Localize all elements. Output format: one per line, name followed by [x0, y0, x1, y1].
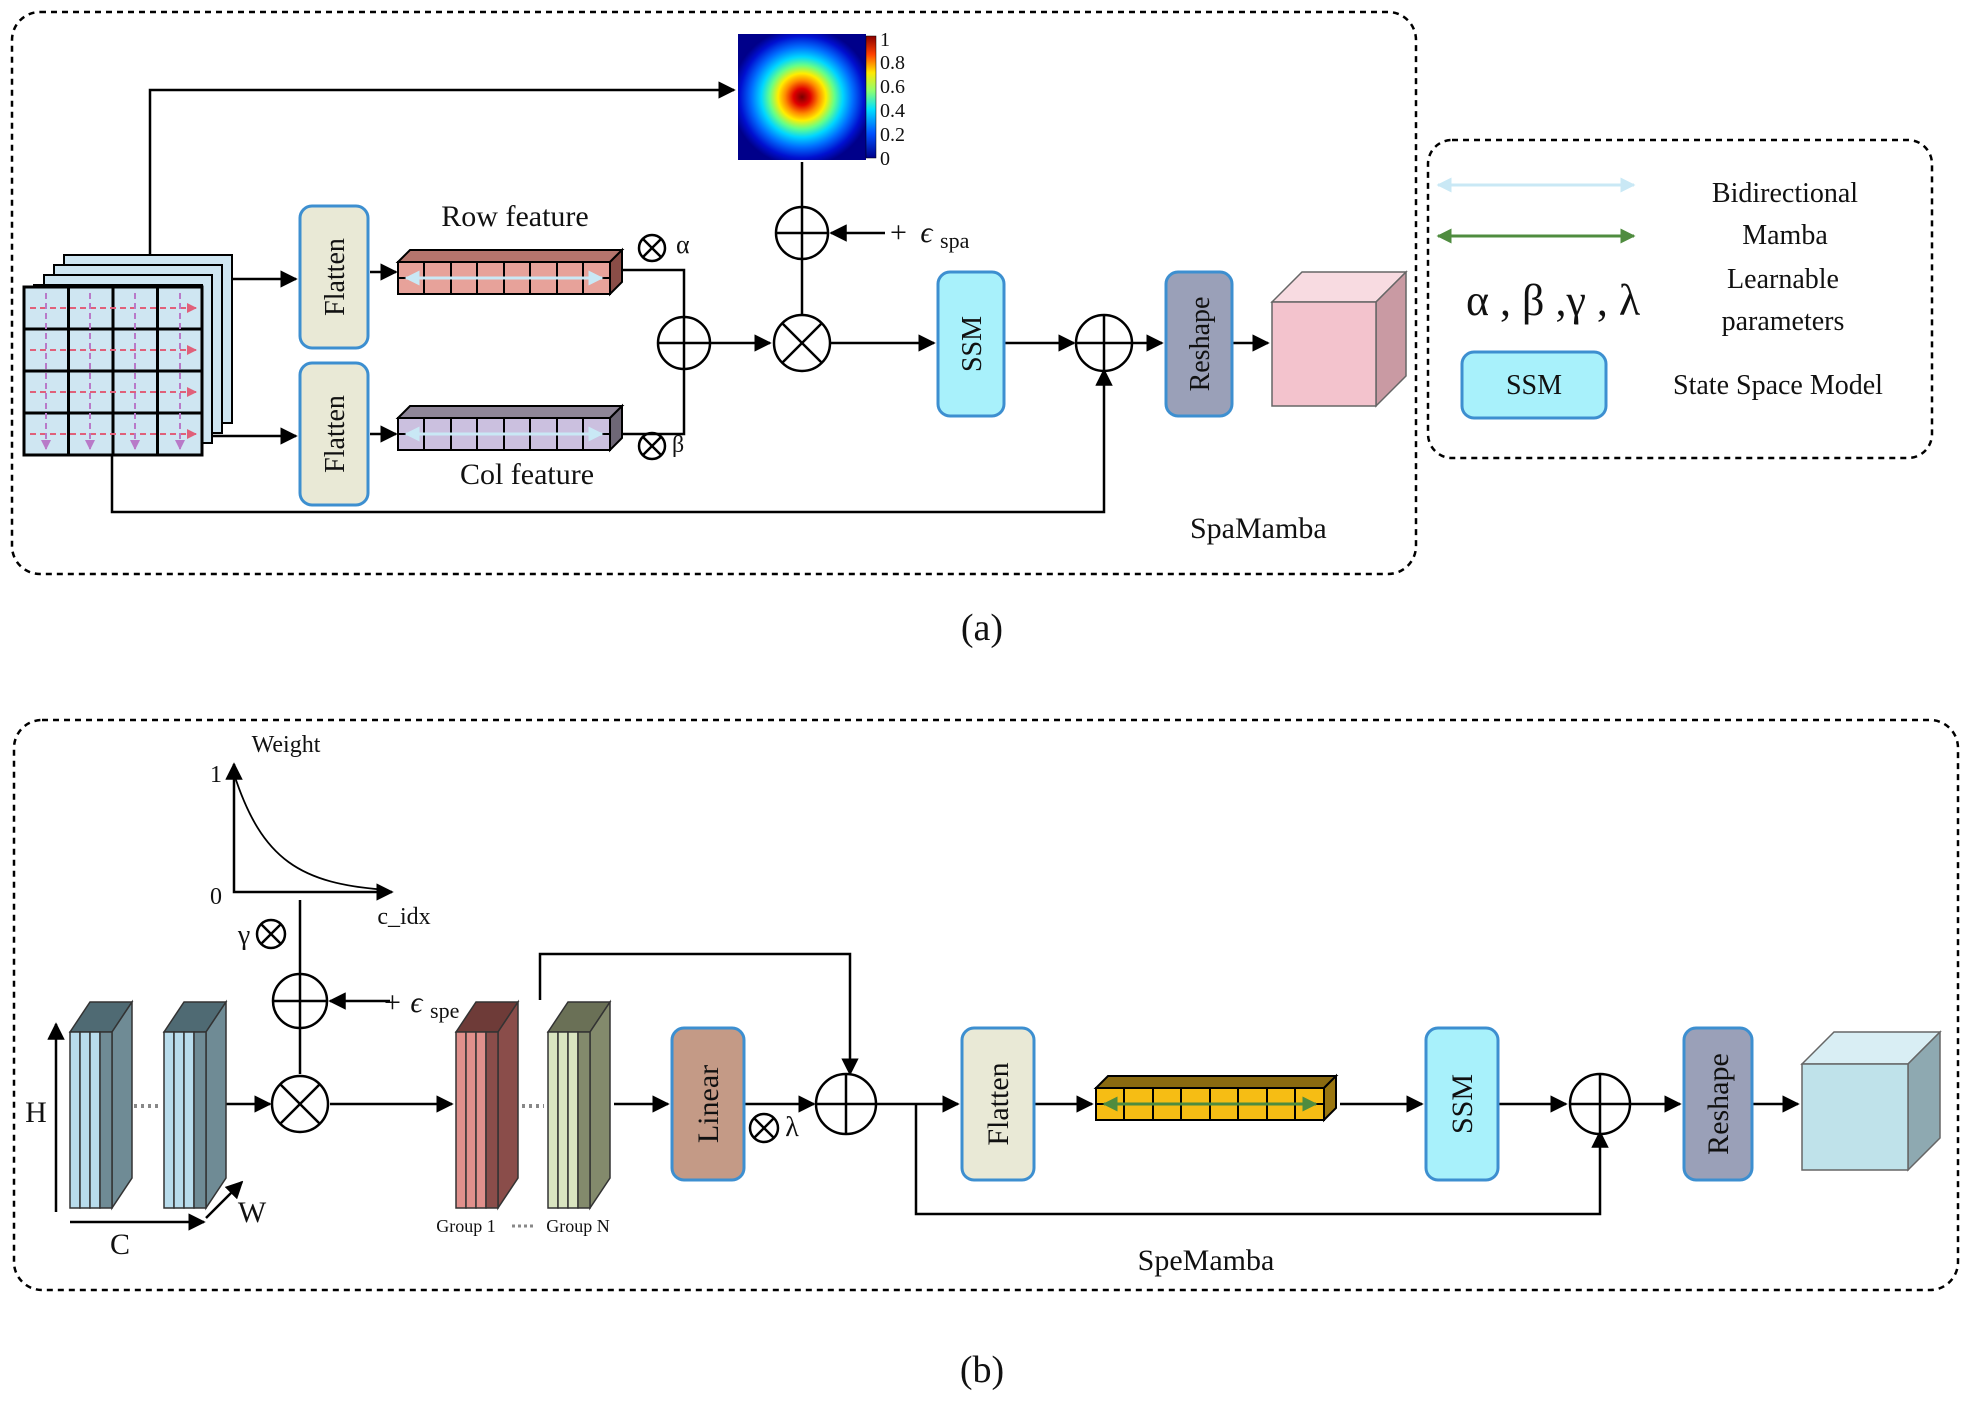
colorbar-tick-06: 0.6: [880, 76, 905, 98]
spemamba-label: SpeMamba: [1138, 1244, 1275, 1277]
spamamba-label: SpaMamba: [1190, 512, 1327, 545]
eps-spa-term: + ϵ spa: [890, 216, 970, 253]
reshape-box-a: Reshape: [1164, 270, 1234, 418]
caption-b: (b): [960, 1349, 1004, 1391]
flatten-label-row: Flatten: [320, 238, 351, 316]
group-residual-add-icon: [814, 1072, 878, 1136]
flatten-label-col: Flatten: [320, 395, 351, 473]
heatmap-colorbar: [865, 35, 877, 159]
legend-frame: [1426, 138, 1934, 460]
lambda-multiply-icon: [748, 1112, 780, 1144]
caption-a: (a): [961, 607, 1003, 649]
output-cube-b: [1800, 1030, 1942, 1172]
gaussian-weight-heatmap: [738, 34, 877, 160]
panel-b-connectors: [226, 900, 1800, 1216]
weight-tick-1: 1: [210, 762, 222, 788]
ssm-box-b: SSM: [1424, 1026, 1500, 1182]
spemamba-frame: [12, 718, 1960, 1292]
weight-tick-0: 0: [210, 884, 222, 910]
eps-spe-term: + ϵ spe: [384, 986, 459, 1023]
input-grid: [22, 285, 204, 457]
gamma-multiply-icon: [255, 918, 287, 950]
flatten-box-row: Flatten: [298, 204, 370, 350]
row-col-add-icon: [656, 315, 712, 371]
spectral-feature-strip: [1093, 1073, 1339, 1123]
gamma-symbol: γ: [237, 920, 250, 951]
alpha-multiply-icon: [637, 233, 667, 263]
band-slab-first: [68, 999, 134, 1211]
ssm-box-a: SSM: [936, 270, 1006, 418]
spatial-weight-multiply-icon: [772, 313, 832, 373]
beta-multiply-icon: [637, 431, 667, 461]
legend-learnable: Learnable: [1727, 264, 1839, 295]
colorbar-tick-1: 1: [880, 29, 890, 51]
legend-bidirectional: Bidirectional: [1712, 178, 1858, 209]
legend-ssm-desc: State Space Model: [1673, 370, 1883, 401]
group-n-label: Group N: [546, 1216, 610, 1236]
group-1-label: Group 1: [436, 1216, 496, 1236]
channel-weight-curve: [225, 762, 394, 901]
legend-ssm-chip-label: SSM: [1506, 370, 1562, 401]
colorbar-ticks: 1 0.8 0.6 0.4 0.2 0: [880, 29, 905, 170]
colorbar-tick-0: 0: [880, 148, 890, 170]
residual-add-icon-b: [1568, 1072, 1632, 1136]
band-slab-last: [162, 999, 228, 1211]
weight-axis-label: Weight: [252, 732, 321, 758]
eps-spe-symbol: ϵ: [410, 986, 424, 1019]
spamamba-frame: [10, 10, 1418, 576]
alpha-symbol: α: [676, 230, 690, 259]
reshape-label-b: Reshape: [1702, 1053, 1735, 1155]
input-spectral-bands: [47, 999, 244, 1231]
eps-spa-add-icon: [774, 205, 830, 261]
w-axis-arrow: [205, 1180, 244, 1219]
ssm-label-b: SSM: [1446, 1074, 1479, 1134]
reshape-label-a: Reshape: [1185, 297, 1216, 392]
eps-spa-symbol: ϵ: [920, 216, 934, 249]
panel-b: Weight 1 0 c_idx γ: [12, 718, 1960, 1391]
row-feature-strip: [395, 247, 625, 297]
eps-spe-subscript: spe: [430, 998, 459, 1023]
band-group-1: [454, 999, 520, 1211]
dim-w-label: W: [238, 1196, 267, 1229]
legend-param-symbols: α , β ,γ , λ: [1466, 276, 1641, 325]
col-feature-strip: [395, 403, 625, 453]
row-feature-label: Row feature: [441, 200, 588, 233]
flatten-label-b: Flatten: [982, 1062, 1015, 1145]
legend-parameters: parameters: [1722, 306, 1845, 337]
legend: Bidirectional Mamba α , β ,γ , λ Learnab…: [1426, 138, 1934, 460]
output-cube-a: [1270, 270, 1408, 408]
dim-c-label: C: [110, 1228, 130, 1261]
reshape-box-b: Reshape: [1682, 1026, 1754, 1182]
flatten-box-col: Flatten: [298, 361, 370, 507]
col-feature-label: Col feature: [460, 458, 594, 491]
colorbar-tick-04: 0.4: [880, 100, 905, 122]
lambda-symbol: λ: [785, 1112, 799, 1143]
residual-add-icon-a: [1074, 313, 1134, 373]
panel-a-connectors: [110, 81, 1270, 514]
eps-spa-plus: +: [890, 216, 907, 249]
beta-symbol: β: [672, 432, 684, 458]
colorbar-tick-08: 0.8: [880, 52, 905, 74]
dim-h-label: H: [25, 1096, 47, 1129]
flatten-box-b: Flatten: [960, 1026, 1036, 1182]
band-group-n: [546, 999, 612, 1211]
eps-spe-add-icon: [271, 972, 329, 1030]
linear-label: Linear: [692, 1065, 725, 1143]
legend-ssm-chip: SSM: [1460, 350, 1608, 420]
channel-weight-multiply-icon: [270, 1074, 330, 1134]
colorbar-tick-02: 0.2: [880, 124, 905, 146]
panel-a: 1 0.8 0.6 0.4 0.2 0 Flatten Flatten: [10, 10, 1418, 649]
linear-box: Linear: [670, 1026, 746, 1182]
c-idx-axis-label: c_idx: [377, 904, 430, 930]
eps-spa-subscript: spa: [940, 228, 970, 253]
ssm-label-a: SSM: [957, 316, 988, 372]
legend-mamba: Mamba: [1742, 220, 1828, 251]
input-feature-map-stack: [22, 254, 233, 457]
eps-spe-plus: +: [384, 986, 401, 1019]
